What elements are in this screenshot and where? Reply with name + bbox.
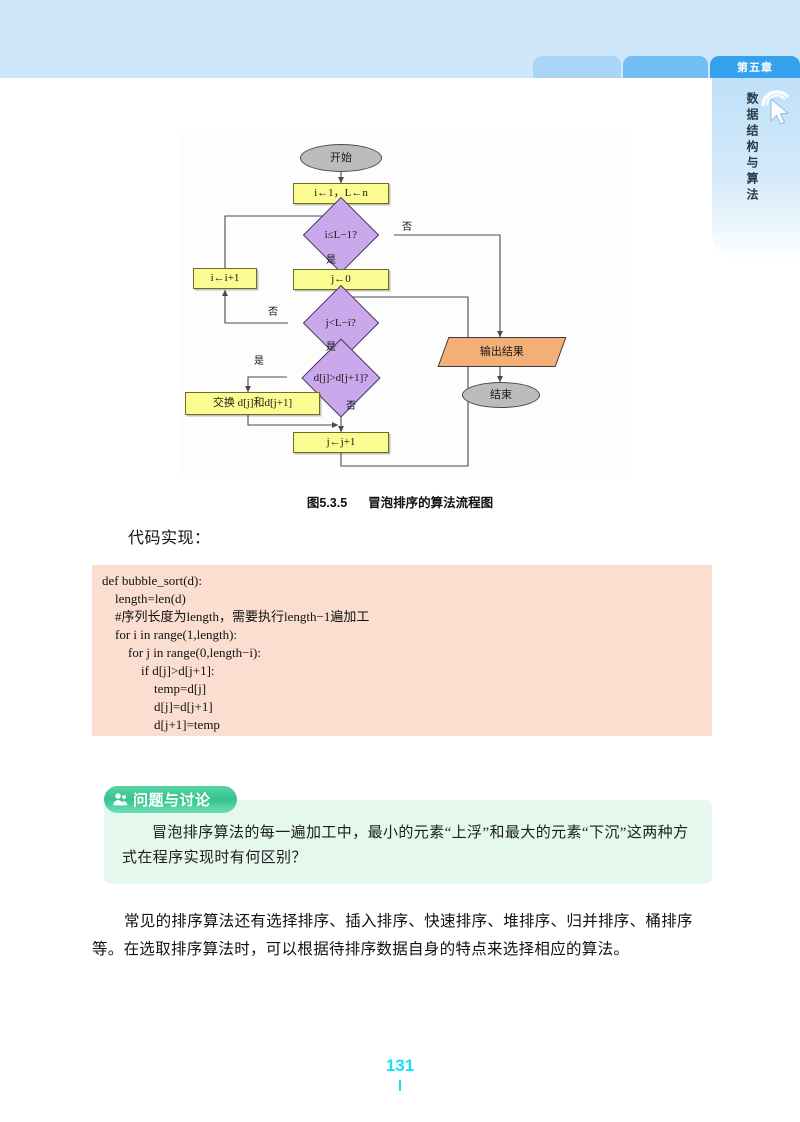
- code-line: d[j]=d[j+1]: [102, 699, 213, 714]
- flowchart-connectors: [222, 172, 503, 467]
- click-cursor-icon: [761, 90, 790, 125]
- side-chapter-title: 数据结构与算法: [745, 92, 759, 204]
- figure-title: 冒泡排序的算法流程图: [368, 496, 494, 510]
- discussion-badge: 问题与讨论: [104, 786, 237, 813]
- edge-label-inner-yes: 是: [326, 342, 336, 353]
- edge-label-inner-no: 否: [268, 307, 278, 318]
- flow-node-end: 结束: [462, 382, 540, 408]
- chapter-tab-1[interactable]: [533, 56, 621, 78]
- chapter-tab-label: 第五章: [737, 62, 773, 74]
- figure-number: 图5.3.5: [306, 496, 348, 510]
- discussion-text: 冒泡排序算法的每一遍加工中，最小的元素“上浮”和最大的元素“下沉”这两种方式在程…: [122, 825, 689, 866]
- chapter-tab-2[interactable]: [623, 56, 708, 78]
- figure-caption: 图5.3.5 冒泡排序的算法流程图: [0, 492, 800, 511]
- flow-node-increment-j: j←j+1: [293, 432, 389, 453]
- code-line: d[j+1]=temp: [102, 717, 220, 732]
- code-line: for j in range(0,length−i):: [102, 645, 261, 660]
- side-chapter-panel: [712, 78, 800, 260]
- flow-node-increment-i: i←i+1: [193, 268, 257, 289]
- code-line: length=len(d): [102, 591, 186, 606]
- header-band: 第五章: [0, 0, 800, 78]
- code-block: def bubble_sort(d): length=len(d) #序列长度为…: [92, 565, 712, 736]
- code-line: for i in range(1,length):: [102, 627, 238, 642]
- chapter-tab-active[interactable]: 第五章: [710, 56, 800, 78]
- page-number-rule: [399, 1080, 401, 1091]
- code-line: def bubble_sort(d):: [102, 573, 203, 588]
- page-number: 131: [385, 1056, 415, 1075]
- code-line: #序列长度为length，需要执行length−1遍加工: [102, 609, 370, 624]
- flow-node-output: 输出结果: [437, 337, 567, 367]
- edge-label-compare-no: 否: [346, 401, 356, 412]
- edge-label-compare-yes: 是: [254, 356, 264, 367]
- flow-node-start: 开始: [300, 144, 382, 172]
- discussion-box: [104, 800, 712, 884]
- code-line: temp=d[j]: [102, 681, 207, 696]
- discussion-badge-label: 问题与讨论: [133, 792, 211, 809]
- flow-node-swap: 交换 d[j]和d[j+1]: [185, 392, 320, 415]
- code-line: if d[j]>d[j+1]:: [102, 663, 215, 678]
- people-icon: [113, 793, 128, 806]
- code-intro-label: 代码实现：: [128, 530, 211, 547]
- edge-label-outer-no: 否: [402, 222, 412, 233]
- flowchart-figure: 开始 i←1，L←n i≤L−1? j←0 i←i+1 j<L−i? d[j]>…: [180, 130, 626, 478]
- edge-label-outer-yes: 是: [326, 255, 336, 266]
- closing-paragraph: 常见的排序算法还有选择排序、插入排序、快速排序、堆排序、归并排序、桶排序等。在选…: [92, 913, 693, 958]
